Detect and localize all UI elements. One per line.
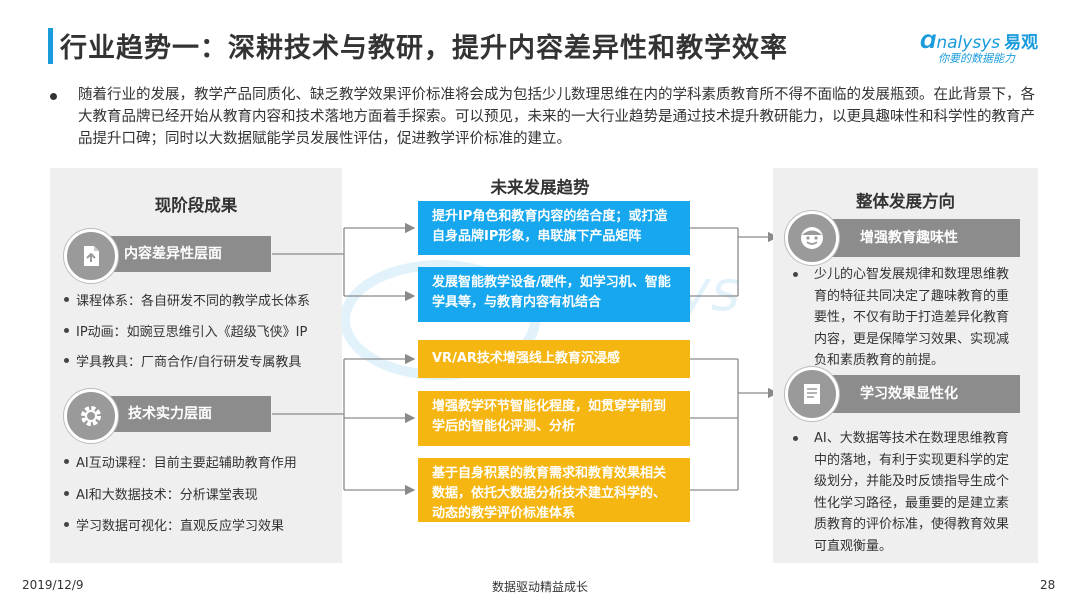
- trend-box: 提升IP角色和教育内容的结合度；或打造自身品牌IP形象，串联旗下产品矩阵: [418, 201, 690, 255]
- logo-brand-cn: 易观: [1004, 33, 1039, 53]
- page-title: 行业趋势一：深耕技术与教研，提升内容差异性和教学效率: [60, 33, 788, 64]
- footer-date: 2019/12/9: [22, 578, 84, 592]
- report-icon: [785, 367, 839, 421]
- content-differentiation-label: 内容差异性层面: [90, 236, 271, 272]
- intro-bullet: [50, 93, 57, 100]
- logo-tagline: 你要的数据能力: [938, 52, 1015, 65]
- left-item: IP动画：如豌豆思维引入《超级飞侠》IP: [64, 321, 307, 340]
- left-item: 学具教具：厂商合作/自行研发专属教具: [64, 351, 301, 370]
- middle-title: 未来发展趋势: [490, 178, 590, 197]
- document-icon: [64, 229, 118, 283]
- results-description: AI、大数据等技术在数理思维教育中的落地，有利于实现更科学的定级划分，并能及时反…: [814, 431, 1010, 554]
- title-accent-bar: [48, 28, 53, 64]
- page-number: 28: [1040, 578, 1056, 592]
- logo-a-glyph: Ɑ: [920, 31, 937, 53]
- interest-description: 少儿的心智发展规律和数理思维教育的特征共同决定了趣味教育的重要性，不仅有助于打造…: [814, 267, 1010, 368]
- right-bullet: [793, 272, 798, 277]
- trend-box: 发展智能教学设备/硬件，如学习机、智能学具等，与教育内容有机结合: [418, 267, 690, 322]
- increase-interest-label: 增强教育趣味性: [808, 219, 1020, 257]
- left-item: AI互动课程：目前主要起辅助教育作用: [64, 452, 297, 471]
- left-panel-title: 现阶段成果: [154, 196, 238, 215]
- smiley-face-icon: [785, 211, 839, 265]
- intro-paragraph: 随着行业的发展，教学产品同质化、缺乏教学效果评价标准将会成为包括少儿数理思维在内…: [78, 87, 1035, 147]
- trend-box: VR/AR技术增强线上教育沉浸感: [418, 340, 690, 378]
- right-bullet: [793, 436, 798, 441]
- trend-box: 增强教学环节智能化程度，如贯穿学前到学后的智能化评测、分析: [418, 391, 690, 446]
- left-item: 课程体系：各自研发不同的教学成长体系: [64, 290, 310, 309]
- visible-results-label: 学习效果显性化: [808, 375, 1020, 413]
- tech-strength-label: 技术实力层面: [90, 396, 271, 432]
- left-item: AI和大数据技术：分析课堂表现: [64, 484, 258, 503]
- right-panel-title: 整体发展方向: [856, 192, 955, 211]
- trend-box: 基于自身积累的教育需求和教育效果相关数据，依托大数据分析技术建立科学的、动态的教…: [418, 458, 690, 522]
- gear-icon: [64, 389, 118, 443]
- left-item: 学习数据可视化：直观反应学习效果: [64, 515, 284, 534]
- footer-slogan: 数据驱动精益成长: [491, 580, 588, 594]
- logo-brand-prefix: nalysys: [936, 33, 1001, 53]
